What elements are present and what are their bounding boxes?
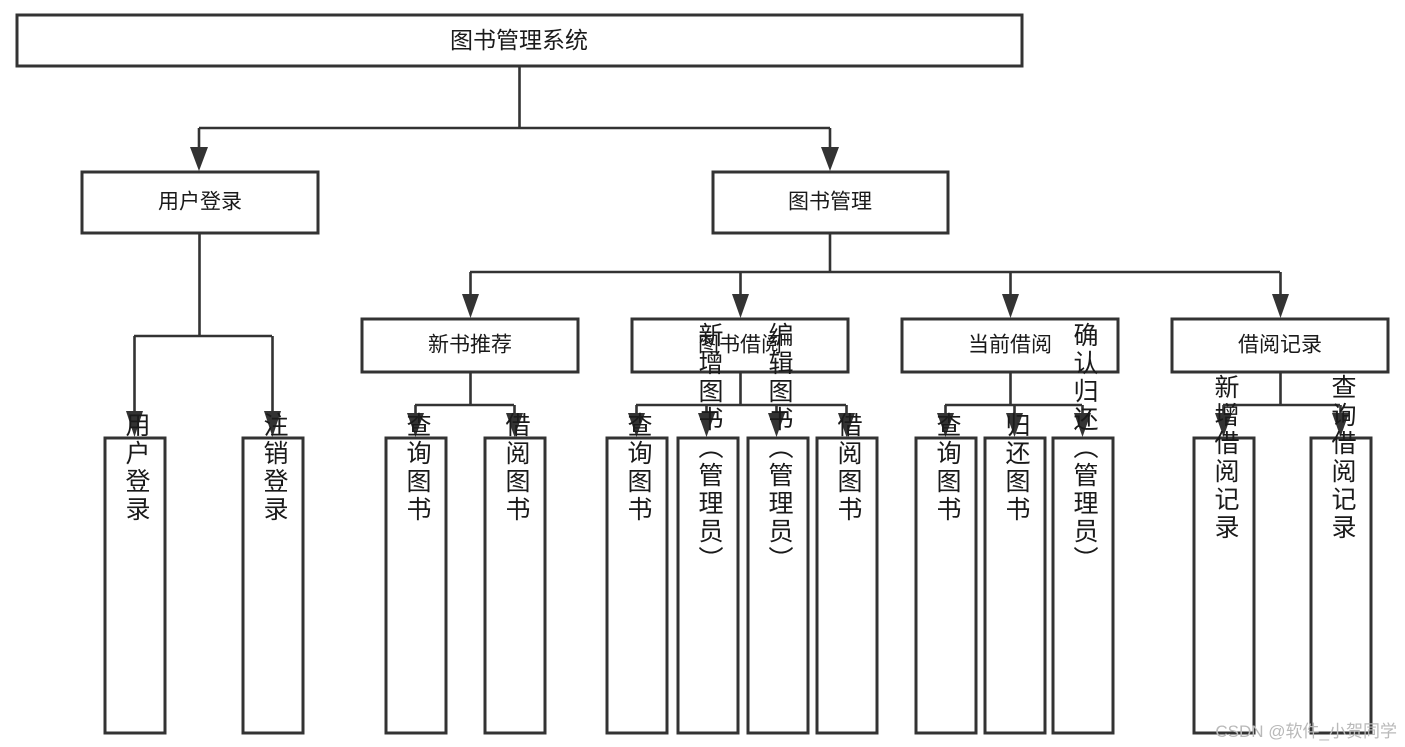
node-leaf-query-book-new-label: 查询图书 (403, 412, 432, 524)
node-leaf-logout-box (241, 436, 305, 735)
arrow-head-new-book-rec (462, 294, 479, 318)
node-leaf-query-book-current-label: 查询图书 (933, 412, 962, 524)
node-leaf-query-book-borrow-label: 查询图书 (624, 412, 653, 524)
node-leaf-add-book-admin-box (676, 436, 740, 735)
node-leaf-confirm-return-admin-label: 确认归还（管理员） (1070, 322, 1099, 574)
node-leaf-query-book-borrow[interactable]: 查询图书 (605, 412, 669, 735)
arrow-head-leaf-query-book-3 (937, 413, 954, 437)
node-leaf-edit-book-admin[interactable]: 编辑图书（管理员） (746, 322, 810, 735)
node-new-book-recommend-label: 新书推荐 (428, 334, 512, 357)
arrow-head-leaf-query-book-1 (407, 413, 424, 437)
node-leaf-borrow-book-new-box (483, 436, 547, 735)
node-current-borrow-box (900, 317, 1120, 374)
node-book-borrow-label: 图书借阅 (698, 334, 782, 357)
node-root-system-box (15, 13, 1024, 68)
arrow-head-user-login (190, 147, 208, 171)
node-leaf-edit-book-admin-box (746, 436, 810, 735)
edge-layer (126, 66, 1349, 437)
arrow-head-leaf-logout (264, 411, 281, 437)
node-root-system-label: 图书管理系统 (450, 27, 588, 53)
node-leaf-add-borrow-record-box (1192, 436, 1256, 735)
node-borrow-record-label: 借阅记录 (1238, 334, 1322, 357)
node-book-management-label: 图书管理 (788, 191, 872, 214)
node-leaf-logout-label: 注销登录 (260, 412, 289, 524)
node-book-management-box (711, 170, 950, 235)
node-leaf-borrow-book-borrow-box (815, 436, 879, 735)
node-user-login[interactable]: 用户登录 (80, 170, 320, 235)
node-leaf-query-book-new[interactable]: 查询图书 (384, 412, 448, 735)
arrow-head-current-borrow (1002, 294, 1019, 318)
node-leaf-edit-book-admin-label: 编辑图书（管理员） (765, 322, 794, 574)
node-root-system[interactable]: 图书管理系统 (15, 13, 1024, 68)
node-leaf-confirm-return-admin[interactable]: 确认归还（管理员） (1051, 322, 1115, 735)
node-leaf-user-login-box (103, 436, 167, 735)
node-borrow-record-box (1170, 317, 1390, 374)
node-leaf-user-login[interactable]: 用户登录 (103, 412, 167, 735)
arrow-head-leaf-borrow-book-1 (506, 413, 523, 437)
node-leaf-borrow-book-new[interactable]: 借阅图书 (483, 412, 547, 735)
node-leaf-add-borrow-record-label: 新增借阅记录 (1211, 374, 1240, 542)
arrow-head-leaf-add-record (1215, 413, 1232, 437)
node-leaf-logout[interactable]: 注销登录 (241, 412, 305, 735)
node-leaf-add-book-admin-label: 新增图书（管理员） (695, 322, 724, 574)
node-leaf-add-borrow-record[interactable]: 新增借阅记录 (1192, 374, 1256, 735)
node-leaf-query-book-borrow-box (605, 436, 669, 735)
node-current-borrow[interactable]: 当前借阅 (900, 317, 1120, 374)
node-leaf-return-book-label: 归还图书 (1002, 412, 1031, 524)
node-leaf-query-book-current-box (914, 436, 978, 735)
arrow-head-book-borrow (732, 294, 749, 318)
arrow-head-leaf-user-login (126, 411, 143, 437)
node-leaf-query-borrow-record-label: 查询借阅记录 (1328, 374, 1357, 542)
node-book-borrow-box (630, 317, 850, 374)
arrow-head-leaf-query-book-2 (628, 413, 645, 437)
node-new-book-recommend-box (360, 317, 580, 374)
node-new-book-recommend[interactable]: 新书推荐 (360, 317, 580, 374)
node-user-login-label: 用户登录 (158, 191, 242, 214)
arrow-head-book-mgmt (821, 147, 839, 171)
node-current-borrow-label: 当前借阅 (968, 334, 1052, 357)
node-leaf-return-book-box (983, 436, 1047, 735)
node-leaf-borrow-book-borrow-label: 借阅图书 (834, 412, 863, 524)
arrow-head-leaf-confirm-return (1074, 413, 1091, 437)
arrow-head-leaf-add-book (698, 413, 715, 437)
node-leaf-query-book-new-box (384, 436, 448, 735)
node-book-management[interactable]: 图书管理 (711, 170, 950, 235)
node-leaf-user-login-label: 用户登录 (122, 412, 151, 524)
arrow-head-leaf-borrow-book-2 (838, 413, 855, 437)
node-leaf-return-book[interactable]: 归还图书 (983, 412, 1047, 735)
node-leaf-borrow-book-new-label: 借阅图书 (502, 412, 531, 524)
node-leaf-borrow-book-borrow[interactable]: 借阅图书 (815, 412, 879, 735)
node-borrow-record[interactable]: 借阅记录 (1170, 317, 1390, 374)
arrow-head-leaf-return-book (1006, 413, 1023, 437)
node-leaf-confirm-return-admin-box (1051, 436, 1115, 735)
arrow-head-leaf-query-record (1332, 413, 1349, 437)
node-leaf-add-book-admin[interactable]: 新增图书（管理员） (676, 322, 740, 735)
node-leaf-query-borrow-record[interactable]: 查询借阅记录 (1309, 374, 1373, 735)
node-user-login-box (80, 170, 320, 235)
arrow-head-borrow-record (1272, 294, 1289, 318)
arrow-head-leaf-edit-book (768, 413, 785, 437)
node-leaf-query-borrow-record-box (1309, 436, 1373, 735)
node-book-borrow[interactable]: 图书借阅 (630, 317, 850, 374)
node-leaf-query-book-current[interactable]: 查询图书 (914, 412, 978, 735)
